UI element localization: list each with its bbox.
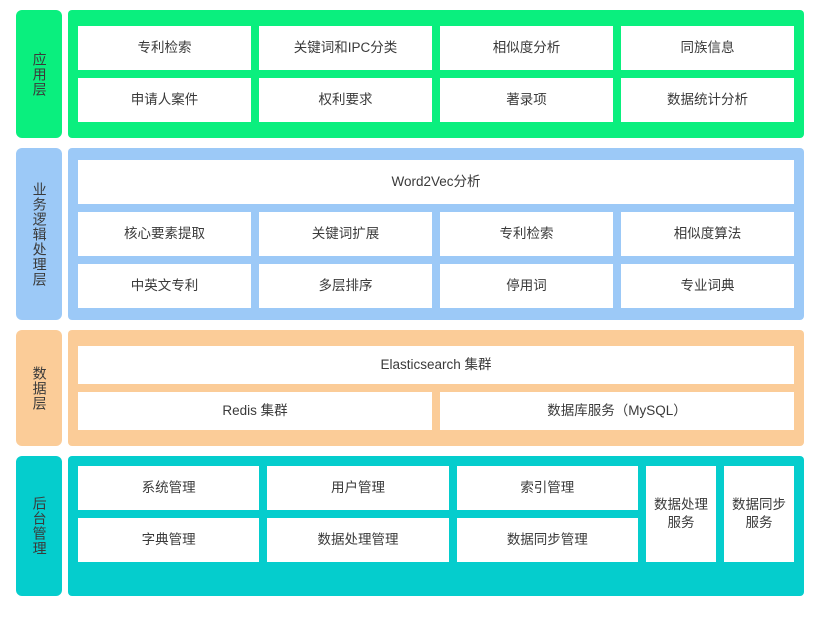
card-item[interactable]: 多层排序 [259, 264, 432, 308]
card-item[interactable]: 用户管理 [267, 466, 449, 510]
layer-label-data: 数据层 [16, 330, 62, 446]
admin-service-cards: 数据处理服务 数据同步服务 [646, 466, 794, 586]
card-item[interactable]: 著录项 [440, 78, 613, 122]
card-item[interactable]: 关键词和IPC分类 [259, 26, 432, 70]
layer-label-backstage-management: 后台管理 [16, 456, 62, 596]
card-row: Redis 集群 数据库服务（MySQL） [78, 392, 794, 430]
layer-application: 应用层 专利检索 关键词和IPC分类 相似度分析 同族信息 申请人案件 权利要求… [16, 10, 804, 138]
card-item[interactable]: 专利检索 [78, 26, 251, 70]
layer-backstage-management: 后台管理 系统管理 用户管理 索引管理 字典管理 数据处理管理 数据同步管理 数… [16, 456, 804, 596]
card-item[interactable]: 同族信息 [621, 26, 794, 70]
card-item[interactable]: 停用词 [440, 264, 613, 308]
layer-label-text: 业务逻辑处理层 [31, 181, 48, 287]
card-item-data-sync-service[interactable]: 数据同步服务 [724, 466, 794, 562]
card-row: 核心要素提取 关键词扩展 专利检索 相似度算法 [78, 212, 794, 256]
card-item[interactable]: 相似度算法 [621, 212, 794, 256]
card-item-mysql[interactable]: 数据库服务（MySQL） [440, 392, 794, 430]
layer-label-text: 数据层 [31, 365, 48, 411]
card-row: 系统管理 用户管理 索引管理 [78, 466, 638, 510]
card-item[interactable]: 相似度分析 [440, 26, 613, 70]
card-item[interactable]: 中英文专利 [78, 264, 251, 308]
admin-card-grid: 系统管理 用户管理 索引管理 字典管理 数据处理管理 数据同步管理 [78, 466, 638, 586]
card-item[interactable]: 专业词典 [621, 264, 794, 308]
card-banner-word2vec[interactable]: Word2Vec分析 [78, 160, 794, 204]
card-row: 专利检索 关键词和IPC分类 相似度分析 同族信息 [78, 26, 794, 70]
card-row: 中英文专利 多层排序 停用词 专业词典 [78, 264, 794, 308]
card-item-redis[interactable]: Redis 集群 [78, 392, 432, 430]
layer-panel-backstage-management: 系统管理 用户管理 索引管理 字典管理 数据处理管理 数据同步管理 数据处理服务… [68, 456, 804, 596]
card-item[interactable]: 数据同步管理 [456, 518, 638, 562]
card-item[interactable]: 数据处理管理 [267, 518, 449, 562]
card-item[interactable]: 字典管理 [78, 518, 260, 562]
card-item[interactable]: 核心要素提取 [78, 212, 251, 256]
card-item[interactable]: 专利检索 [440, 212, 613, 256]
layer-label-text: 后台管理 [31, 496, 48, 556]
card-item[interactable]: 系统管理 [78, 466, 260, 510]
layer-label-application: 应用层 [16, 10, 62, 138]
layer-panel-data: Elasticsearch 集群 Redis 集群 数据库服务（MySQL） [68, 330, 804, 446]
card-row: 字典管理 数据处理管理 数据同步管理 [78, 518, 638, 562]
layer-label-business-logic: 业务逻辑处理层 [16, 148, 62, 320]
layer-label-text: 应用层 [31, 51, 48, 97]
layer-panel-business-logic: Word2Vec分析 核心要素提取 关键词扩展 专利检索 相似度算法 中英文专利… [68, 148, 804, 320]
card-item[interactable]: 权利要求 [259, 78, 432, 122]
card-item[interactable]: 关键词扩展 [259, 212, 432, 256]
card-item[interactable]: 数据统计分析 [621, 78, 794, 122]
layer-data: 数据层 Elasticsearch 集群 Redis 集群 数据库服务（MySQ… [16, 330, 804, 446]
card-banner-elasticsearch[interactable]: Elasticsearch 集群 [78, 346, 794, 384]
layer-panel-application: 专利检索 关键词和IPC分类 相似度分析 同族信息 申请人案件 权利要求 著录项… [68, 10, 804, 138]
card-item-data-processing-service[interactable]: 数据处理服务 [646, 466, 716, 562]
card-item[interactable]: 申请人案件 [78, 78, 251, 122]
layer-business-logic: 业务逻辑处理层 Word2Vec分析 核心要素提取 关键词扩展 专利检索 相似度… [16, 148, 804, 320]
card-item[interactable]: 索引管理 [456, 466, 638, 510]
card-row: 申请人案件 权利要求 著录项 数据统计分析 [78, 78, 794, 122]
